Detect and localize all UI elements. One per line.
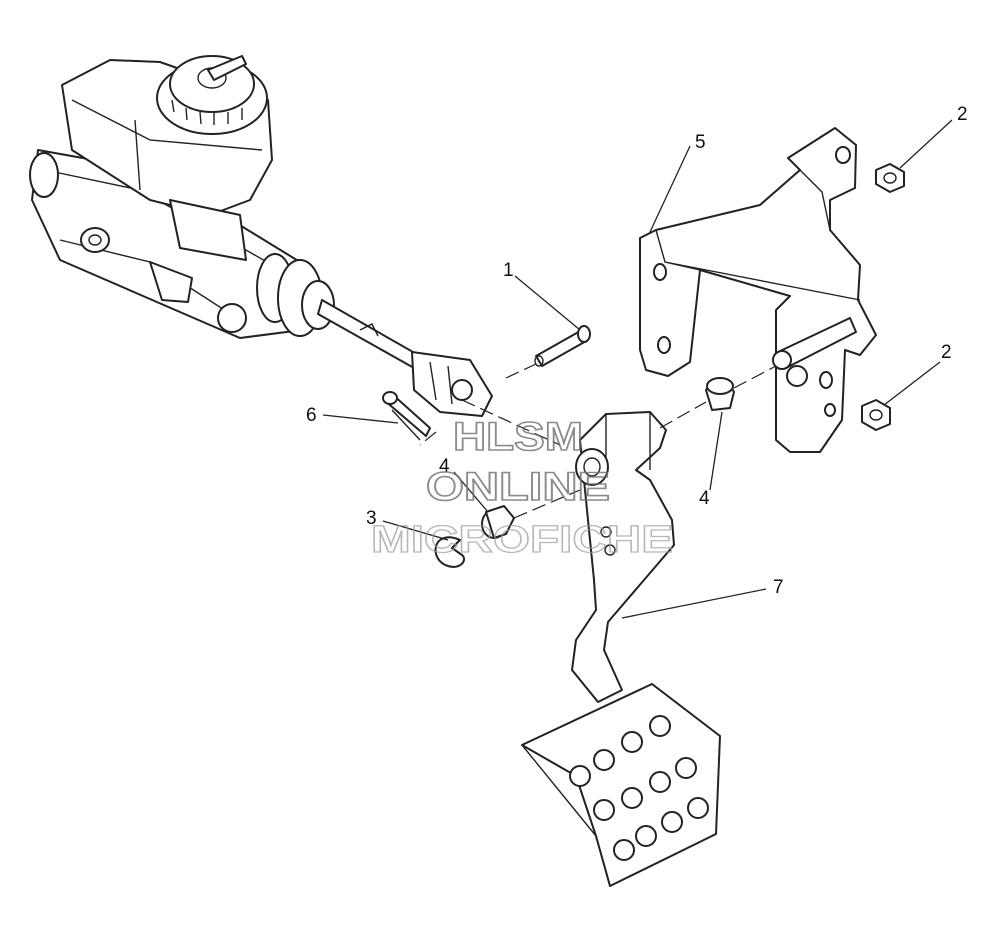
hex-nut-lower xyxy=(861,399,891,431)
callout-5: 5 xyxy=(695,132,706,153)
cotter-pin xyxy=(382,391,431,441)
bushing-right xyxy=(705,377,735,411)
pedal-bracket xyxy=(639,127,877,453)
callout-3: 3 xyxy=(366,508,377,529)
watermark-line-3: MICROFICHE xyxy=(371,519,673,561)
clevis-pin xyxy=(534,325,591,367)
callout-1: 1 xyxy=(503,260,514,281)
watermark-line-2: ONLINE xyxy=(426,465,610,509)
pedal-pad-bumps xyxy=(569,715,709,861)
callout-7: 7 xyxy=(773,577,784,598)
assembly-axes xyxy=(419,363,777,519)
watermark: HLSM ONLINE MICROFICHE xyxy=(370,414,673,561)
master-cylinder-assembly xyxy=(29,55,493,417)
callout-2-lower: 2 xyxy=(941,342,952,363)
watermark-line-1: HLSM xyxy=(453,415,583,459)
callout-2-upper: 2 xyxy=(957,104,968,125)
leader-lines xyxy=(322,119,953,619)
callout-4-right: 4 xyxy=(699,488,710,509)
brake-pedal-arm xyxy=(521,411,721,887)
callout-4-left: 4 xyxy=(439,456,450,477)
hex-nut-upper xyxy=(875,163,905,193)
callout-labels: 1 2 2 3 4 4 5 6 7 xyxy=(306,104,968,598)
e-clip xyxy=(434,536,466,568)
bushing-left xyxy=(481,505,515,539)
callout-6: 6 xyxy=(306,405,317,426)
